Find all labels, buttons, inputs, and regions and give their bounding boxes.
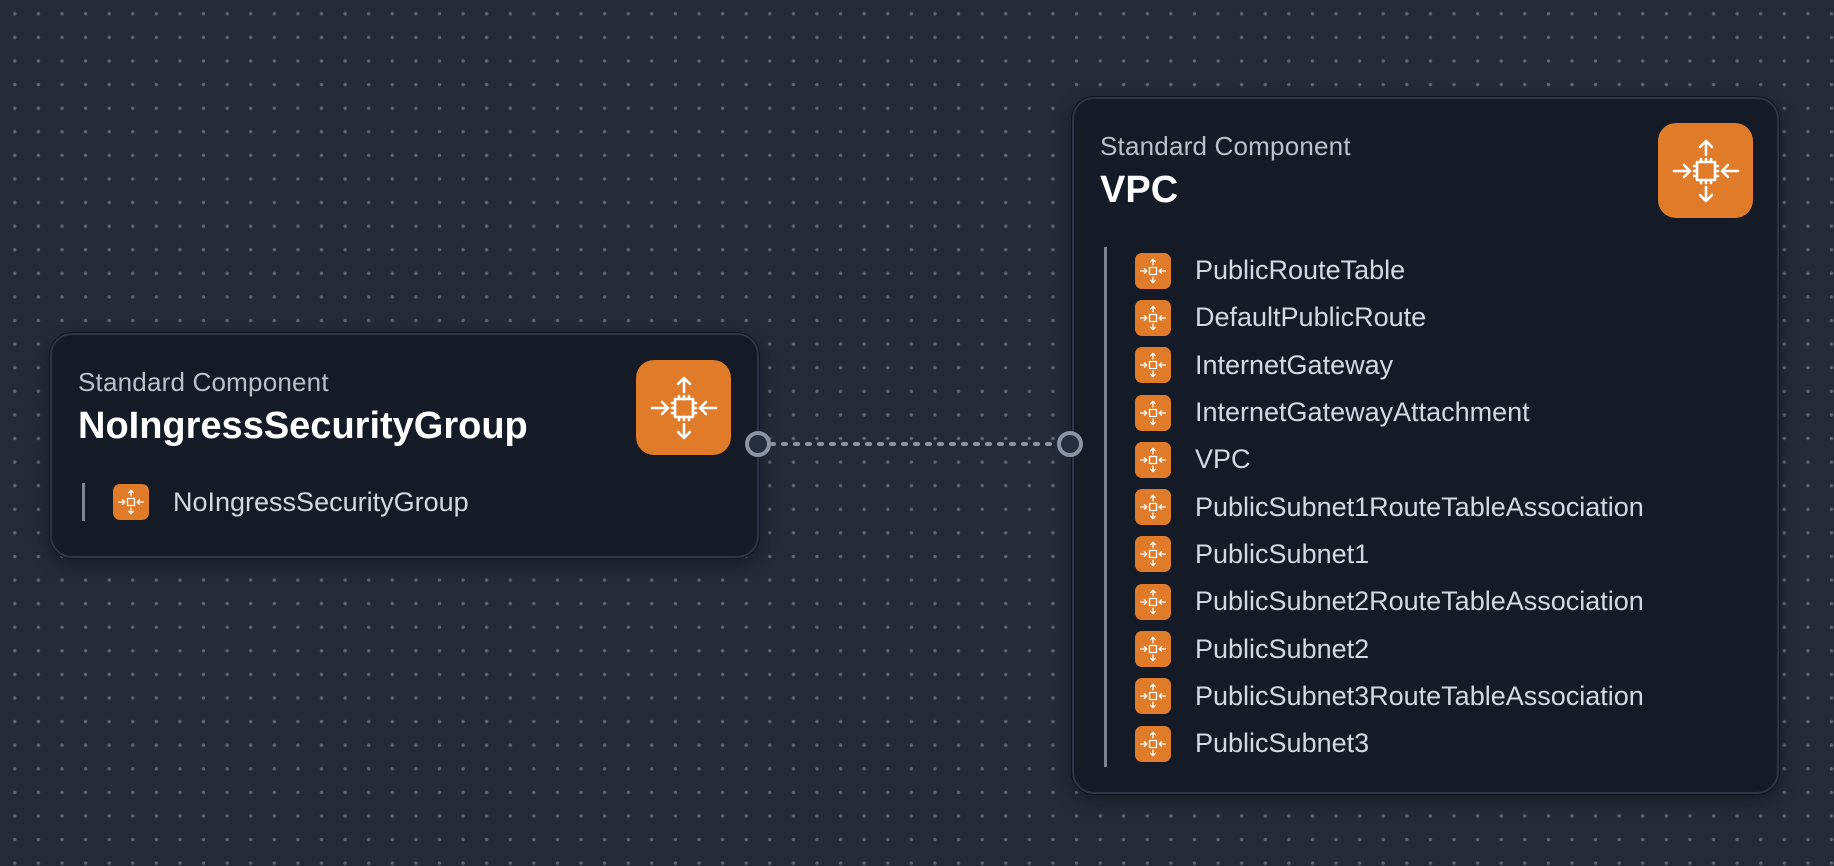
processor-arrows-icon — [1135, 489, 1171, 526]
list-item[interactable]: InternetGateway — [1135, 342, 1644, 389]
list-item[interactable]: PublicSubnet3 — [1135, 720, 1644, 767]
list-item[interactable]: InternetGatewayAttachment — [1135, 389, 1644, 436]
resource-label: VPC — [1195, 444, 1251, 475]
node-type-label: Standard Component — [1100, 131, 1351, 161]
processor-arrows-icon — [1135, 441, 1171, 478]
processor-arrows-icon — [1135, 631, 1171, 668]
list-item[interactable]: PublicSubnet1 — [1135, 531, 1644, 578]
processor-arrows-icon — [1135, 536, 1171, 573]
processor-arrows-icon — [1135, 299, 1171, 336]
source-handle[interactable] — [745, 431, 771, 457]
node-title: NoIngressSecurityGroup — [78, 405, 528, 447]
list-item[interactable]: DefaultPublicRoute — [1135, 294, 1644, 341]
processor-arrows-icon — [636, 360, 731, 455]
resource-label: DefaultPublicRoute — [1195, 302, 1427, 333]
resource-list: PublicRouteTable DefaultPublicRoute Inte — [1104, 247, 1644, 768]
processor-arrows-icon — [1135, 725, 1171, 762]
list-item[interactable]: PublicSubnet1RouteTableAssociation — [1135, 483, 1644, 530]
processor-arrows-icon — [1135, 394, 1171, 431]
component-node-noingresssecuritygroup[interactable]: Standard Component NoIngressSecurityGrou… — [50, 333, 759, 558]
processor-arrows-icon — [1135, 252, 1171, 289]
list-item[interactable]: PublicRouteTable — [1135, 247, 1644, 294]
list-item[interactable]: VPC — [1135, 436, 1644, 483]
resource-label: PublicSubnet3RouteTableAssociation — [1195, 680, 1644, 711]
resource-list: NoIngressSecurityGroup — [82, 483, 469, 521]
resource-label: InternetGateway — [1195, 349, 1394, 380]
processor-arrows-icon — [1135, 678, 1171, 715]
list-item[interactable]: NoIngressSecurityGroup — [113, 483, 469, 521]
component-node-vpc[interactable]: Standard Component VPC PublicRouteTab — [1072, 97, 1779, 794]
processor-arrows-icon — [113, 484, 149, 520]
resource-label: InternetGatewayAttachment — [1195, 397, 1530, 428]
processor-arrows-icon — [1135, 583, 1171, 620]
target-handle[interactable] — [1057, 431, 1083, 457]
resource-label: PublicSubnet2RouteTableAssociation — [1195, 586, 1644, 617]
resource-label: PublicSubnet3 — [1195, 728, 1370, 759]
processor-arrows-icon — [1658, 123, 1753, 218]
resource-label: PublicSubnet1 — [1195, 538, 1370, 569]
list-item[interactable]: PublicSubnet3RouteTableAssociation — [1135, 673, 1644, 720]
resource-label: PublicRouteTable — [1195, 255, 1406, 286]
list-item[interactable]: PublicSubnet2RouteTableAssociation — [1135, 578, 1644, 625]
list-item[interactable]: PublicSubnet2 — [1135, 625, 1644, 672]
resource-label: NoIngressSecurityGroup — [173, 486, 469, 517]
resource-label: PublicSubnet1RouteTableAssociation — [1195, 491, 1644, 522]
resource-label: PublicSubnet2 — [1195, 633, 1370, 664]
processor-arrows-icon — [1135, 347, 1171, 384]
node-type-label: Standard Component — [78, 367, 329, 397]
node-title: VPC — [1100, 169, 1179, 211]
